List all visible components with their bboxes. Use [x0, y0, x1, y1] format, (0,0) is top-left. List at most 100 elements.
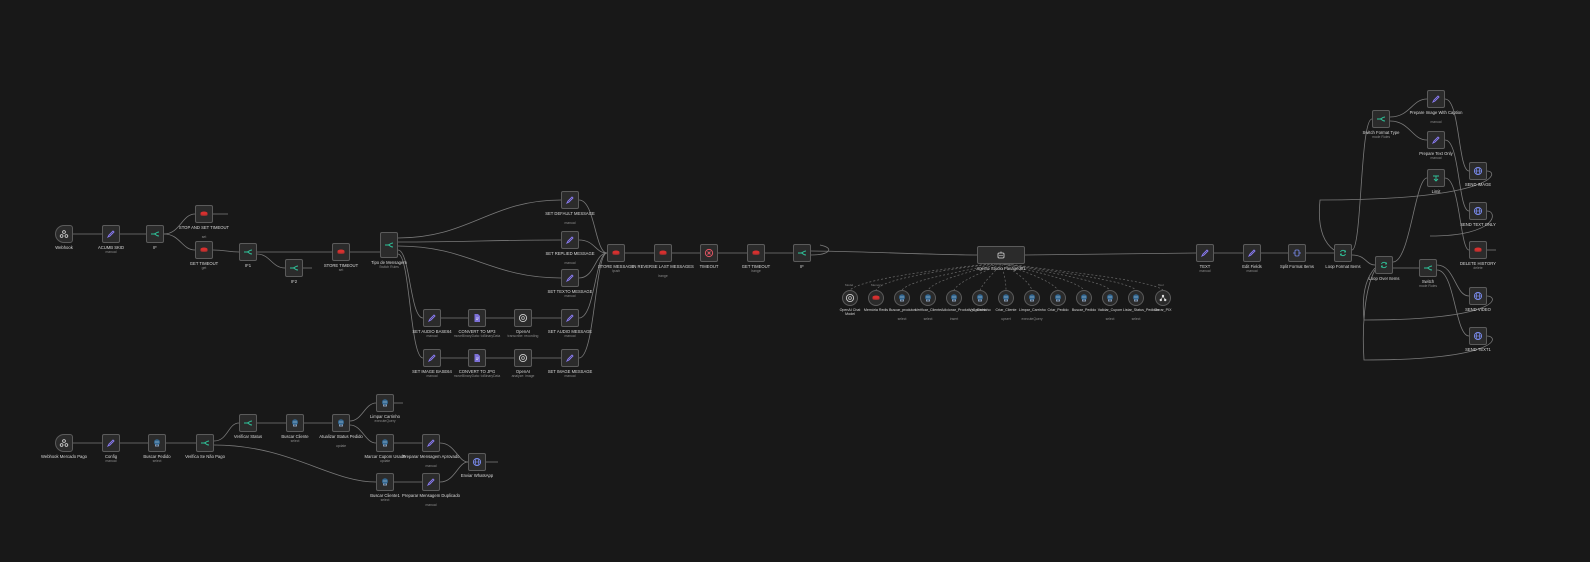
- switch-icon: [150, 229, 160, 239]
- node-openai2[interactable]: [514, 349, 532, 367]
- node-loopformat[interactable]: [1334, 244, 1352, 262]
- node-switchformat[interactable]: [1372, 110, 1390, 128]
- node-setdefault[interactable]: [561, 191, 579, 209]
- node-if3[interactable]: [285, 259, 303, 277]
- subnode-3[interactable]: [920, 290, 936, 306]
- node-sendimage[interactable]: [1469, 162, 1487, 180]
- connection: [163, 213, 196, 235]
- connection: [213, 422, 240, 442]
- node-verificasenao[interactable]: [196, 434, 214, 452]
- node-editfields[interactable]: [1243, 244, 1261, 262]
- node-marcarcupom[interactable]: [376, 434, 394, 452]
- subnode-0[interactable]: [842, 290, 858, 306]
- subnode-subtitle: upsert: [1001, 317, 1011, 321]
- subnode-12[interactable]: [1155, 290, 1171, 306]
- node-subtitle: set: [338, 268, 344, 272]
- node-prepimage[interactable]: [1427, 90, 1445, 108]
- node-buscarcliente[interactable]: [286, 414, 304, 432]
- node-storetimeout[interactable]: [332, 243, 350, 261]
- node-gettimeout2[interactable]: [747, 244, 765, 262]
- node-sendtext[interactable]: [1469, 202, 1487, 220]
- node-prepmsgaprov[interactable]: [422, 434, 440, 452]
- connection: [256, 253, 286, 269]
- subnode-7[interactable]: [1024, 290, 1040, 306]
- node-webhook2[interactable]: [55, 434, 73, 452]
- subnode-label: Validar_Cupom: [1097, 308, 1123, 312]
- redis-icon: [199, 209, 209, 219]
- node-timeout[interactable]: [700, 244, 718, 262]
- connection: [1392, 177, 1428, 263]
- node-setaudiomsg[interactable]: [561, 309, 579, 327]
- node-if1[interactable]: [146, 225, 164, 243]
- switch-icon: [243, 247, 253, 257]
- node-setimagemsg[interactable]: [561, 349, 579, 367]
- node-label: IF2: [290, 279, 298, 284]
- node-setreplied[interactable]: [561, 231, 579, 249]
- node-config[interactable]: [102, 434, 120, 452]
- loop-icon: [1379, 260, 1389, 270]
- node-convertmp3[interactable]: [468, 309, 486, 327]
- postgres-icon: [336, 418, 346, 428]
- switch-icon: [200, 438, 210, 448]
- node-label: SET IMAGE BASE64: [412, 369, 452, 374]
- node-enviarwpp[interactable]: [468, 453, 486, 471]
- node-settexto[interactable]: [561, 269, 579, 287]
- connection: [1362, 267, 1493, 321]
- node-label: STOP AND SET TIMEOUT: [178, 225, 230, 230]
- node-agente[interactable]: [977, 246, 1025, 264]
- subnode-11[interactable]: [1128, 290, 1144, 306]
- subnode-6[interactable]: [998, 290, 1014, 306]
- node-limparcarrinho[interactable]: [376, 394, 394, 412]
- postgres-icon: [380, 438, 390, 448]
- node-atualizastatus[interactable]: [332, 414, 350, 432]
- node-sendvideo[interactable]: [1469, 287, 1487, 305]
- node-stopset[interactable]: [195, 205, 213, 223]
- node-buscarcliente2[interactable]: [376, 473, 394, 491]
- node-subtitle: select: [290, 439, 300, 443]
- node-acumb[interactable]: [102, 225, 120, 243]
- connection: [1429, 210, 1493, 237]
- node-deletehist[interactable]: [1469, 241, 1487, 259]
- node-inrevlast[interactable]: [654, 244, 672, 262]
- node-gettimeout[interactable]: [195, 241, 213, 259]
- subnode-2[interactable]: [894, 290, 910, 306]
- node-label: IF1: [244, 263, 252, 268]
- connection: [578, 252, 608, 359]
- subnode-8[interactable]: [1050, 290, 1066, 306]
- node-splitformat[interactable]: [1288, 244, 1306, 262]
- subnode-9[interactable]: [1076, 290, 1092, 306]
- node-setaudiob64[interactable]: [423, 309, 441, 327]
- postgres-icon: [1001, 293, 1011, 303]
- node-openai1[interactable]: [514, 309, 532, 327]
- node-label: Config: [104, 454, 118, 459]
- node-sendtext1[interactable]: [1469, 327, 1487, 345]
- node-limit[interactable]: [1427, 169, 1445, 187]
- node-switch2[interactable]: [1419, 259, 1437, 277]
- node-label: STORE MESSAGE: [597, 264, 635, 269]
- node-prepmsgdup[interactable]: [422, 473, 440, 491]
- subnode-5[interactable]: [972, 290, 988, 306]
- node-loopitems[interactable]: [1375, 256, 1393, 274]
- redis-icon: [199, 245, 209, 255]
- node-if4[interactable]: [793, 244, 811, 262]
- node-tipomsg[interactable]: [380, 232, 398, 258]
- node-verificastatus[interactable]: [239, 414, 257, 432]
- connection: [397, 199, 562, 239]
- node-storemsg[interactable]: [607, 244, 625, 262]
- connection: [397, 253, 424, 359]
- node-preptext[interactable]: [1427, 131, 1445, 149]
- node-setimageb64[interactable]: [423, 349, 441, 367]
- connection: [810, 250, 978, 256]
- node-webhook[interactable]: [55, 225, 73, 243]
- node-if2[interactable]: [239, 243, 257, 261]
- subnode-1[interactable]: [868, 290, 884, 306]
- node-label: OpenAI: [515, 369, 531, 374]
- node-buscarpedido[interactable]: [148, 434, 166, 452]
- node-subtitle: manual: [105, 459, 117, 463]
- node-text[interactable]: [1196, 244, 1214, 262]
- subnode-10[interactable]: [1102, 290, 1118, 306]
- subnode-4[interactable]: [946, 290, 962, 306]
- node-subtitle: Switch Rules: [379, 265, 399, 269]
- node-convertjpg[interactable]: [468, 349, 486, 367]
